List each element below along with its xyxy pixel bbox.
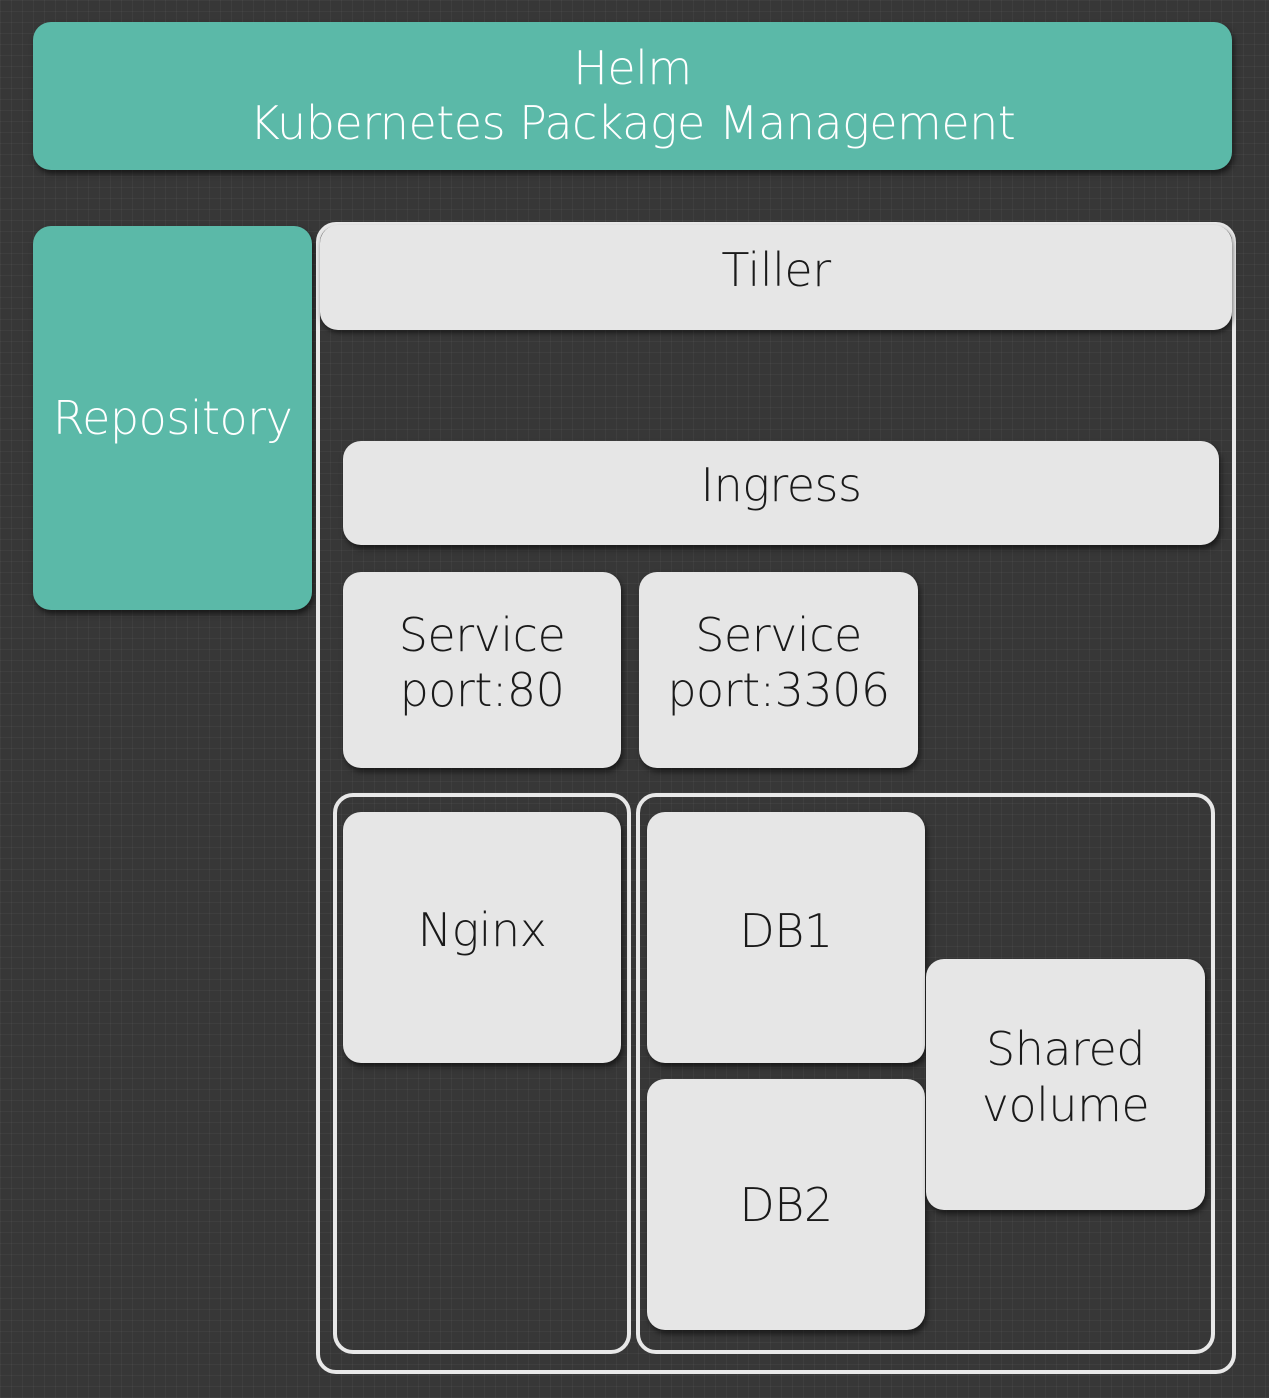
db1-box: DB1	[647, 812, 925, 1063]
repository-label: Repository	[52, 391, 293, 445]
nginx-box: Nginx	[343, 812, 621, 1063]
service-port-label: port:3306	[667, 663, 890, 717]
helm-title: Helm	[573, 40, 692, 95]
service-port-80-box: Service port:80	[343, 572, 621, 768]
service-label: Service	[695, 607, 862, 662]
db2-box: DB2	[647, 1079, 925, 1330]
db1-label: DB1	[739, 903, 833, 958]
service-port-3306-box: Service port:3306	[639, 572, 918, 768]
ingress-box: Ingress	[343, 441, 1219, 545]
service-label: Service	[398, 607, 566, 662]
service-port-label: port:80	[399, 663, 565, 717]
tiller-label: Tiller	[721, 242, 831, 297]
nginx-pod-frame	[333, 793, 631, 1354]
nginx-label: Nginx	[417, 902, 547, 957]
helm-header-text: Helm Kubernetes Package Management	[250, 41, 1016, 151]
db2-label: DB2	[739, 1177, 833, 1232]
shared-volume-line1: Shared	[986, 1022, 1145, 1077]
helm-header-box: Helm Kubernetes Package Management	[33, 22, 1232, 170]
helm-subtitle: Kubernetes Package Management	[249, 96, 1016, 150]
ingress-label: Ingress	[700, 458, 862, 512]
db-pod-frame	[636, 793, 1215, 1354]
shared-volume-box: Shared volume	[926, 959, 1205, 1210]
tiller-header-box: Tiller	[320, 225, 1232, 330]
shared-volume-line2: volume	[981, 1077, 1150, 1132]
tiller-container	[316, 222, 1236, 1374]
repository-box: Repository	[33, 226, 312, 610]
